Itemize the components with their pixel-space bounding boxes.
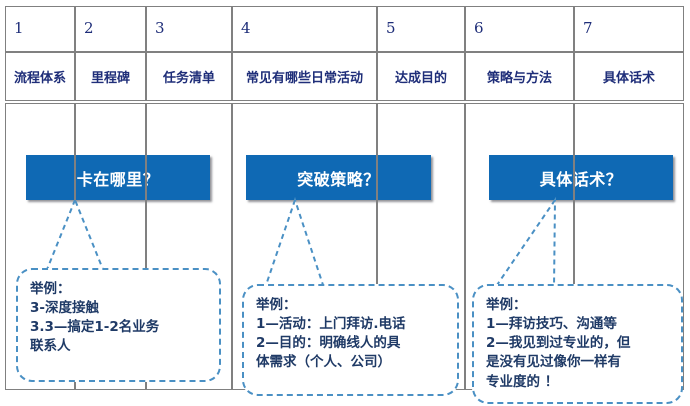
- question-box-1[interactable]: 卡在哪里？: [26, 155, 210, 200]
- table-label-cell-7: 具体话术: [574, 52, 684, 101]
- table-number-cell-3: 3: [146, 6, 232, 52]
- question-box-3[interactable]: 具体话术？: [489, 155, 673, 200]
- table-label-cell-2: 里程碑: [75, 52, 146, 101]
- table-label-cell-5: 达成目的: [377, 52, 465, 101]
- callout-bubble-2[interactable]: 举例： 1—活动：上门拜访.电话 2—目的：明确线人的具 体需求（个人、公司）: [242, 284, 459, 396]
- table-label-cell-1: 流程体系: [5, 52, 75, 101]
- table-number-cell-4: 4: [232, 6, 377, 52]
- callout-bubble-3[interactable]: 举例： 1—拜访技巧、沟通等 2—我见到过专业的，但 是没有见过像你一样有 专业…: [472, 284, 683, 404]
- table-label-cell-3: 任务清单: [146, 52, 232, 101]
- table-number-cell-6: 6: [465, 6, 574, 52]
- table-number-cell-5: 5: [377, 6, 465, 52]
- question-box-2[interactable]: 突破策略？: [246, 155, 431, 200]
- callout-bubble-1[interactable]: 举例： 3-深度接触 3.3—搞定1-2名业务 联系人: [16, 268, 221, 382]
- table-number-cell-7: 7: [574, 6, 684, 52]
- table-label-cell-6: 策略与方法: [465, 52, 574, 101]
- table-number-cell-1: 1: [5, 6, 75, 52]
- table-label-cell-4: 常见有哪些日常活动: [232, 52, 377, 101]
- table-number-cell-2: 2: [75, 6, 146, 52]
